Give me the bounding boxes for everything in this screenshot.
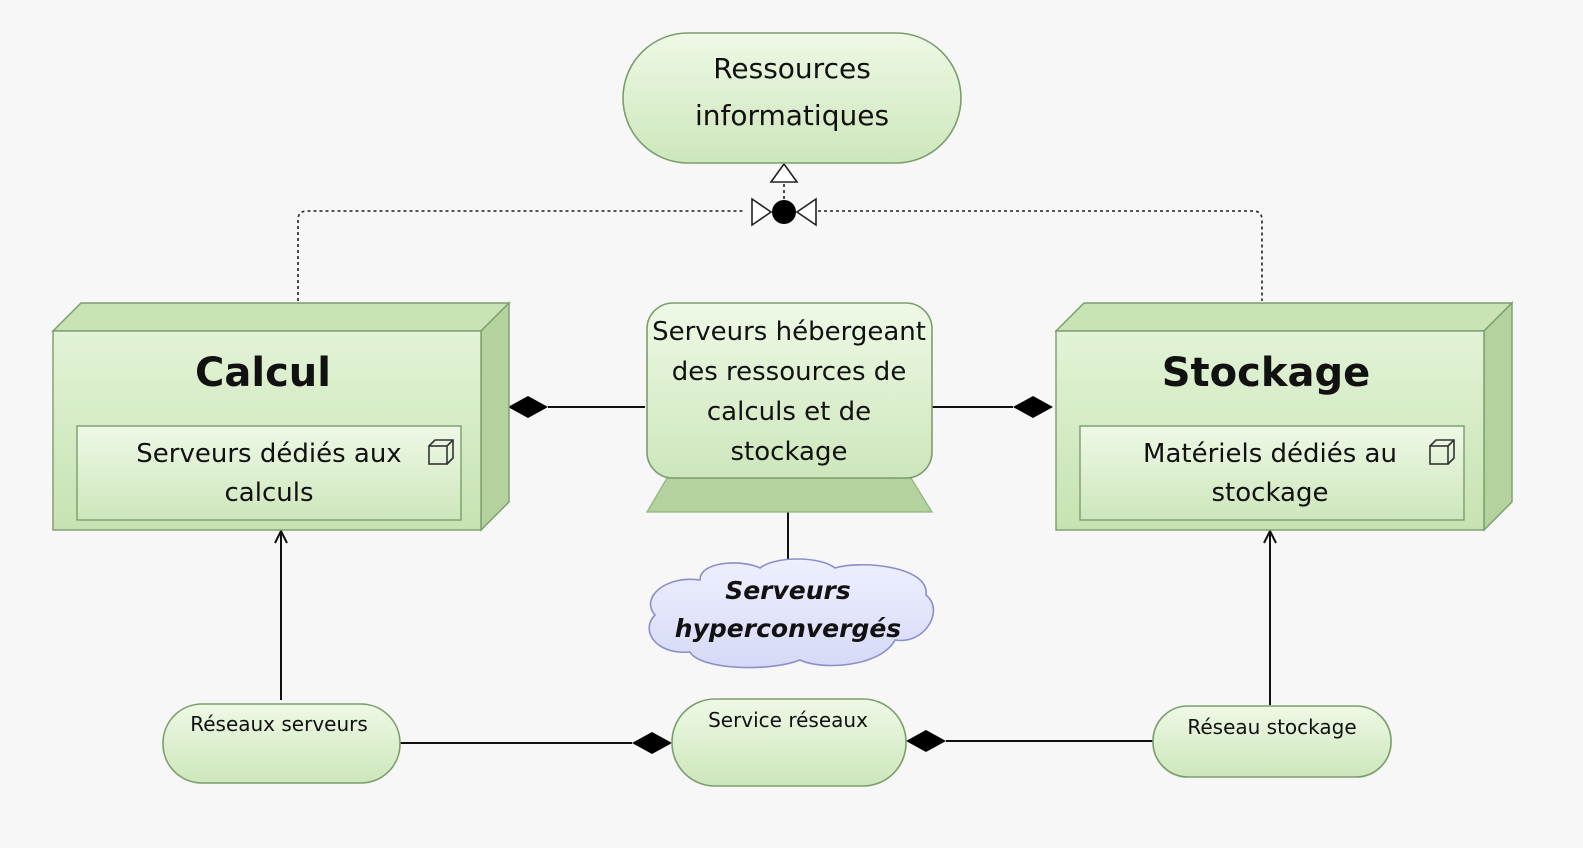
node-serveurs-hyperconverges[interactable]: Serveurs hyperconvergés xyxy=(648,558,935,669)
node-label-line1: Serveurs hébergeant xyxy=(652,317,926,347)
triangle-right-icon xyxy=(795,197,817,227)
triangle-left-icon xyxy=(751,197,773,227)
node-label-line3: calculs et de xyxy=(707,397,871,427)
node-cube-icon xyxy=(428,439,454,465)
node-label-line2: informatiques xyxy=(695,99,889,132)
node-reseaux-serveurs[interactable]: Réseaux serveurs xyxy=(162,703,401,784)
node-service-reseaux[interactable]: Service réseaux xyxy=(671,698,907,787)
node-calcul[interactable]: Calcul Serveurs dédiés aux calculs xyxy=(51,301,511,532)
node-label-line1: Ressources xyxy=(713,52,871,85)
component-label-line2: calculs xyxy=(225,478,314,508)
node-label-line2: hyperconvergés xyxy=(675,614,901,643)
component-materiels-dedies[interactable]: Matériels dédiés au stockage xyxy=(1079,425,1465,521)
composition-diamond-icon xyxy=(632,732,672,754)
node-title: Stockage xyxy=(1162,350,1370,396)
node-serveurs-hebergeant[interactable]: Serveurs hébergeant des ressources de ca… xyxy=(645,302,934,513)
node-label-line1: Serveurs xyxy=(725,576,851,605)
node-label: Réseau stockage xyxy=(1187,715,1356,739)
junction-dot-icon xyxy=(772,200,796,224)
composition-diamond-icon xyxy=(508,396,548,418)
realization-arrowhead-icon xyxy=(769,162,799,183)
node-reseau-stockage[interactable]: Réseau stockage xyxy=(1152,705,1392,778)
composition-diamond-icon xyxy=(906,730,946,752)
node-label: Service réseaux xyxy=(708,708,868,732)
connectors xyxy=(274,162,1277,754)
dotted-link-stockage xyxy=(812,210,1263,301)
component-label-line2: stockage xyxy=(1212,478,1329,508)
dotted-link-calcul xyxy=(297,210,745,301)
node-title: Calcul xyxy=(195,350,331,396)
node-stockage[interactable]: Stockage Matériels dédiés au stockage xyxy=(1054,301,1514,532)
node-label-line4: stockage xyxy=(731,437,848,467)
component-serveurs-dedies[interactable]: Serveurs dédiés aux calculs xyxy=(76,425,462,521)
arrowhead-up-icon xyxy=(274,528,288,544)
node-cube-icon xyxy=(1429,439,1455,465)
node-label: Réseaux serveurs xyxy=(190,712,368,736)
node-label-line2: des ressources de xyxy=(672,357,907,387)
component-label-line1: Matériels dédiés au xyxy=(1143,439,1397,469)
arrowhead-up-icon xyxy=(1263,528,1277,544)
node-ressources-informatiques[interactable]: Ressources informatiques xyxy=(622,32,962,164)
composition-diamond-icon xyxy=(1013,396,1053,418)
component-label-line1: Serveurs dédiés aux xyxy=(136,439,401,469)
